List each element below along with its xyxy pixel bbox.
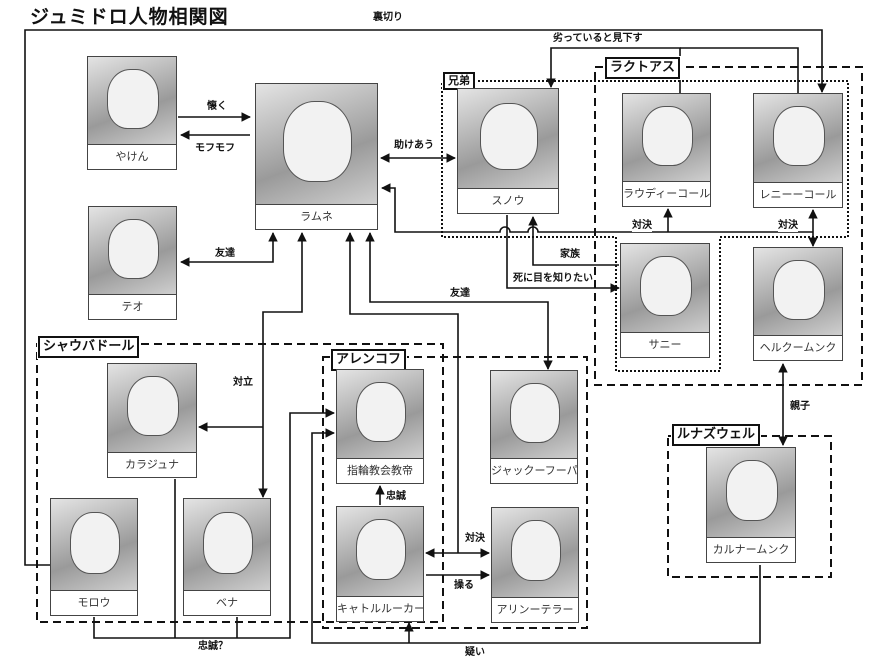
character-card-bena: ベナ xyxy=(183,498,271,616)
character-name: 指輪教会教帝 xyxy=(347,464,413,477)
portrait-image xyxy=(754,248,842,336)
character-card-arin: アリンーテラー xyxy=(491,507,579,623)
face-icon xyxy=(202,511,254,574)
character-name: レニーーコール xyxy=(759,188,837,201)
relation-duel-1: 対決 xyxy=(632,220,652,232)
face-icon xyxy=(480,102,538,171)
portrait-image xyxy=(51,499,137,591)
face-icon xyxy=(355,382,407,443)
character-name: やけん xyxy=(115,150,149,163)
character-name: カラジュナ xyxy=(124,458,179,471)
line-friend-jack xyxy=(365,232,553,370)
group-label-lunazwell: ルナズウェル xyxy=(670,423,762,447)
relation-doubt: 疑い xyxy=(465,647,485,659)
line-look-down-renny xyxy=(680,47,799,93)
relation-fluffy: モフモフ xyxy=(195,143,235,155)
character-card-morrow: モロウ xyxy=(50,498,138,616)
relation-help: 助けあう xyxy=(394,140,434,152)
character-card-teo: テオ xyxy=(88,206,177,320)
group-box-ractoas xyxy=(594,66,863,386)
face-icon xyxy=(108,219,159,279)
character-name: ベナ xyxy=(216,596,238,609)
line-loyalty-q xyxy=(93,408,335,639)
line-doubt xyxy=(311,428,761,644)
face-icon xyxy=(640,256,692,317)
relation-family: 家族 xyxy=(560,249,580,261)
character-name: ラウディーコール xyxy=(623,187,710,200)
face-icon xyxy=(509,383,561,443)
line-duel-link xyxy=(345,232,459,553)
character-card-catreu: キャトルルーカーン xyxy=(336,506,424,622)
character-card-jack: ジャックーフーパー xyxy=(490,370,578,484)
character-card-karajuna: カラジュナ xyxy=(107,363,197,478)
face-icon xyxy=(107,69,159,129)
face-icon xyxy=(773,260,825,320)
relation-loyalty: 忠誠 xyxy=(386,491,406,503)
group-box-shaubadoll xyxy=(36,343,444,623)
portrait-image xyxy=(621,244,709,333)
relation-attached: 懐く xyxy=(207,101,227,113)
portrait-image xyxy=(184,499,270,591)
character-card-yaken: やけん xyxy=(87,56,177,170)
character-name: モロウ xyxy=(77,596,111,609)
character-card-karna: カルナームンク xyxy=(706,447,796,563)
character-card-pope: 指輪教会教帝 xyxy=(336,369,424,484)
face-icon xyxy=(282,100,353,182)
character-card-raudy: ラウディーコール xyxy=(622,93,711,207)
group-label-shaubadoll: シャウバドール xyxy=(36,335,141,359)
portrait-image xyxy=(337,507,423,597)
face-icon xyxy=(642,106,693,166)
character-name: ヘルクームンク xyxy=(759,341,837,354)
portrait-image xyxy=(458,89,558,189)
relation-conflict: 対立 xyxy=(233,377,253,389)
group-label-allenkoff: アレンコフ xyxy=(329,348,408,372)
character-card-snow: スノウ xyxy=(457,88,559,214)
relation-look-down: 劣っていると見下す xyxy=(553,33,643,45)
character-name: アリンーテラー xyxy=(496,603,574,616)
face-icon xyxy=(726,460,778,522)
character-card-herk: ヘルクームンク xyxy=(753,247,843,361)
relation-parent-child: 親子 xyxy=(790,401,810,413)
relation-friend-jack: 友達 xyxy=(450,288,470,300)
portrait-image xyxy=(337,370,423,459)
character-name: テオ xyxy=(121,300,144,313)
character-name: スノウ xyxy=(491,194,525,207)
character-card-ramune: ラムネ xyxy=(255,83,378,230)
portrait-image xyxy=(623,94,710,182)
portrait-image xyxy=(707,448,795,538)
relation-want-know-death: 死に目を知りたい xyxy=(513,273,593,285)
portrait-image xyxy=(492,508,578,598)
character-card-sunny: サニー xyxy=(620,243,710,358)
character-name: サニー xyxy=(648,338,682,351)
line-betrayal xyxy=(24,29,827,566)
character-name: カルナームンク xyxy=(712,543,790,556)
face-icon xyxy=(510,520,562,582)
portrait-image xyxy=(89,207,176,295)
face-icon xyxy=(773,106,825,167)
character-card-renny: レニーーコール xyxy=(753,93,843,208)
relation-loyalty-question: 忠誠？ xyxy=(198,641,228,653)
diagram-title: ジュミドロ人物相関図 xyxy=(30,6,229,28)
relation-friend-teo: 友達 xyxy=(215,248,235,260)
portrait-image xyxy=(88,57,176,145)
face-icon xyxy=(355,519,407,581)
relation-duel-2: 対決 xyxy=(778,220,798,232)
line-duel-bus xyxy=(381,183,813,233)
group-label-ractoas: ラクトアス xyxy=(603,56,682,80)
character-name: キャトルルーカーン xyxy=(337,602,423,615)
portrait-image xyxy=(491,371,577,459)
portrait-image xyxy=(108,364,196,453)
face-icon xyxy=(69,511,121,574)
portrait-image xyxy=(256,84,377,205)
relation-duel-3: 対決 xyxy=(465,533,485,545)
relation-betrayal: 裏切り xyxy=(373,12,403,24)
character-name: ジャックーフーパー xyxy=(491,464,577,477)
relation-manipulate: 操る xyxy=(454,580,474,592)
line-conflict xyxy=(258,232,307,498)
face-icon xyxy=(127,376,179,437)
character-name: ラムネ xyxy=(300,210,333,223)
portrait-image xyxy=(754,94,842,183)
